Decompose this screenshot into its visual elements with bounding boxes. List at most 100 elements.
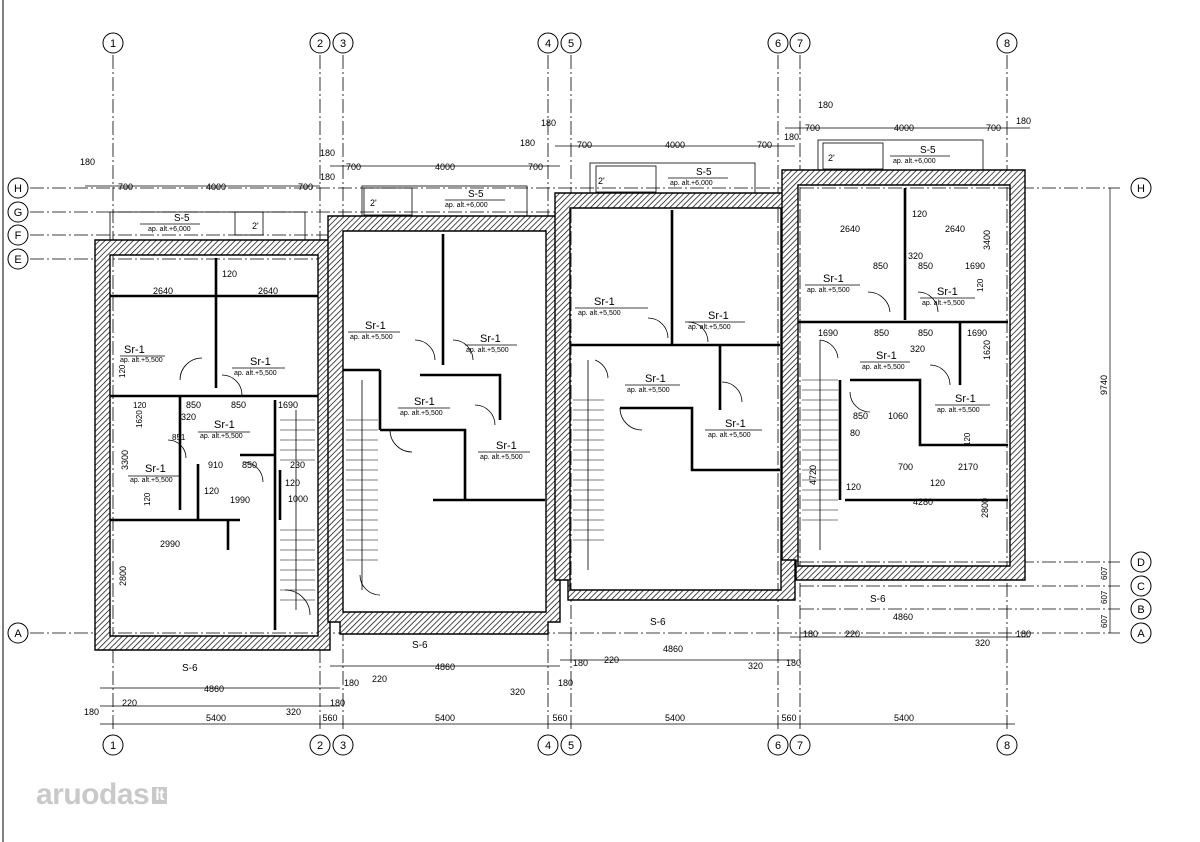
axis-label: 2 (317, 740, 323, 752)
dimension-text: 4000 (206, 182, 226, 192)
dimension-text: 4280 (913, 497, 933, 507)
room-label: Sr-1 (823, 273, 844, 285)
dimension-text: 5400 (665, 713, 685, 723)
dimension-text: 700 (346, 162, 361, 172)
room-elevation: ap. alt.+5,500 (937, 407, 980, 414)
room-elevation: ap. alt.+5,500 (688, 324, 731, 331)
dimension-text: 5400 (894, 713, 914, 723)
interior-walls (110, 188, 1008, 630)
dimension-text: 560 (781, 713, 796, 723)
dimension-text: 2170 (958, 462, 978, 472)
axis-label: A (1137, 628, 1145, 640)
dimension-text: 700 (577, 140, 592, 150)
room-elevation: ap. alt.+5,500 (922, 300, 965, 307)
room-elevation: ap. alt.+5,500 (627, 387, 670, 394)
dimension-text: 120 (143, 492, 152, 506)
dimension-text: 850 (231, 400, 246, 410)
dimension-text: 700 (805, 123, 820, 133)
dimension-text: 607 (1100, 614, 1109, 628)
dimension-text: 320 (975, 638, 990, 648)
dimension-text: 850 (874, 328, 889, 338)
room-label: Sr-1 (955, 393, 976, 405)
axis-label: 4 (545, 740, 551, 752)
dimension-text: 850 (873, 261, 888, 271)
dimension-text: 180 (80, 157, 95, 167)
dimension-text: 4860 (663, 644, 683, 654)
dimension-text: 180 (344, 678, 359, 688)
dimension-text: 4860 (204, 684, 224, 694)
dimension-text: 850 (186, 400, 201, 410)
dimension-text: 700 (986, 123, 1001, 133)
dimension-texts: 5400 560 5400 560 5400 560 5400 180 220 … (80, 100, 1109, 723)
dimension-text: 2640 (840, 224, 860, 234)
dimension-text: 180 (84, 707, 99, 717)
axis-label: 1 (110, 38, 116, 50)
axis-label: 7 (797, 38, 803, 50)
dimension-text: 320 (748, 661, 763, 671)
dimension-text: 851 (172, 433, 186, 442)
room-elevation: ap. alt.+5,500 (234, 370, 277, 377)
dimension-text: 4000 (435, 162, 455, 172)
dimension-text: 320 (910, 344, 925, 354)
exterior-walls (94, 169, 1026, 651)
slope-marker: 2' (370, 198, 377, 208)
axis-label: D (1137, 557, 1145, 569)
dimension-text: 1000 (288, 494, 308, 504)
dimension-text: 1690 (278, 400, 298, 410)
room-elevation: ap. alt.+5,500 (200, 433, 243, 440)
roof-label: S-5 (468, 189, 484, 200)
dimension-text: 1690 (818, 328, 838, 338)
door-swings (167, 291, 951, 616)
dimension-text: 180 (784, 132, 799, 142)
dimension-text: 1620 (982, 340, 992, 360)
dimension-text: 120 (133, 401, 147, 410)
dimension-text: 1690 (967, 328, 987, 338)
axis-label: 2 (317, 38, 323, 50)
dimension-text: 2800 (118, 566, 128, 586)
roof-label: S-5 (696, 167, 712, 178)
dimension-text: 120 (118, 364, 127, 378)
dimension-text: 5400 (206, 713, 226, 723)
dimension-text: 320 (181, 412, 196, 422)
room-label: Sr-1 (725, 418, 746, 430)
axis-label: 5 (568, 740, 574, 752)
slope-marker: 2' (828, 153, 835, 163)
axis-bubbles-top: 1 2 3 4 5 6 7 8 (102, 32, 1018, 54)
room-label: Sr-1 (124, 344, 145, 356)
dimension-text: 180 (520, 138, 535, 148)
room-label: Sr-1 (937, 286, 958, 298)
room-label: Sr-1 (145, 463, 166, 475)
axis-label: 7 (797, 740, 803, 752)
room-elevation: ap. alt.+5,500 (350, 334, 393, 341)
dimension-text: 700 (757, 140, 772, 150)
dimension-text: 1620 (135, 410, 144, 428)
room-labels: Sr-1 ap. alt.+5,500 Sr-1 ap. alt.+5,500 … (120, 145, 980, 674)
dimension-text: 180 (1016, 116, 1031, 126)
dimension-text: 120 (846, 482, 861, 492)
room-label: Sr-1 (365, 320, 386, 332)
room-elevation: ap. alt.+5,500 (400, 410, 443, 417)
roof-elevation: ap. alt.+6,000 (445, 202, 488, 209)
dimension-text: 180 (1016, 629, 1031, 639)
slope-marker: 2' (252, 221, 259, 231)
axis-label: 4 (545, 38, 551, 50)
dimension-text: 4000 (665, 140, 685, 150)
balconies (109, 139, 984, 241)
dimension-text: 607 (1100, 566, 1109, 580)
axis-bubbles-bottom: 1 2 3 4 5 6 7 8 (102, 734, 1018, 756)
dimension-text: 120 (976, 278, 985, 292)
axis-label: B (1137, 604, 1144, 616)
axis-label: G (14, 207, 23, 219)
axis-label: 8 (1004, 740, 1010, 752)
dimension-text: 120 (222, 269, 237, 279)
dimension-text: 180 (818, 100, 833, 110)
axis-label: E (14, 254, 21, 266)
watermark-text: aruodas (36, 778, 150, 811)
dimension-text: 850 (853, 411, 868, 421)
dimension-text: 220 (372, 674, 387, 684)
room-elevation: ap. alt.+5,500 (862, 364, 905, 371)
axis-label: H (14, 183, 22, 195)
room-label: Sr-1 (214, 419, 235, 431)
roof-elevation: ap. alt.+6,000 (148, 226, 191, 233)
